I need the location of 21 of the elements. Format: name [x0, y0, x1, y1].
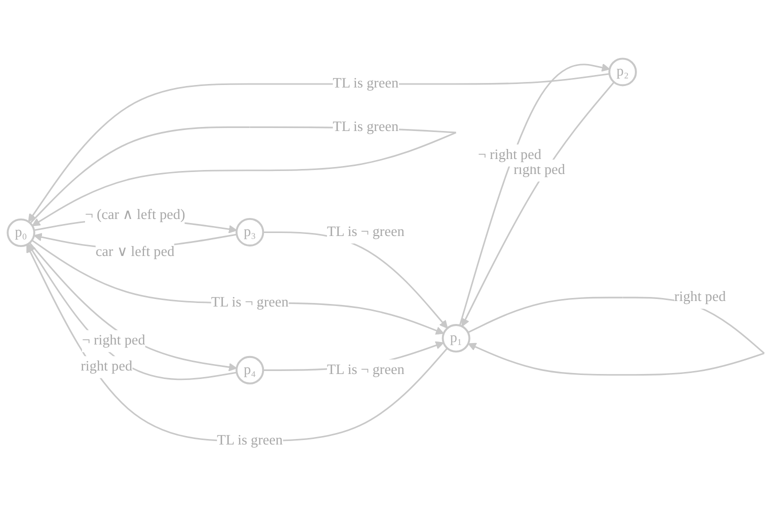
node-circle: p₀	[6, 218, 36, 248]
node-circle: p₁	[442, 324, 470, 353]
edge-label: TL is ¬ green	[326, 224, 404, 240]
edge-label: TL is ¬ green	[326, 362, 404, 378]
edge-label: car ∨ left ped	[96, 244, 174, 260]
edge-label: TL is green	[216, 433, 283, 449]
arrow	[263, 232, 448, 329]
arrow	[26, 244, 448, 442]
node-circle: p₄	[236, 356, 264, 385]
arrow	[28, 73, 610, 222]
edge-label: TL is ¬ green	[211, 295, 289, 311]
edge-label: right ped	[674, 290, 726, 306]
arrow	[31, 240, 444, 335]
edge-label: ¬ right ped	[82, 333, 146, 349]
edge-label: TL is green	[332, 76, 399, 92]
edge-label: right ped	[80, 359, 132, 375]
edge-label: TL is green	[332, 120, 399, 135]
node-circle: p₂	[608, 58, 637, 87]
node-circle: p₃	[236, 218, 264, 247]
edge-label: ¬ right ped	[478, 148, 542, 164]
edge-label: ¬ (car ∧ left ped)	[85, 208, 186, 224]
